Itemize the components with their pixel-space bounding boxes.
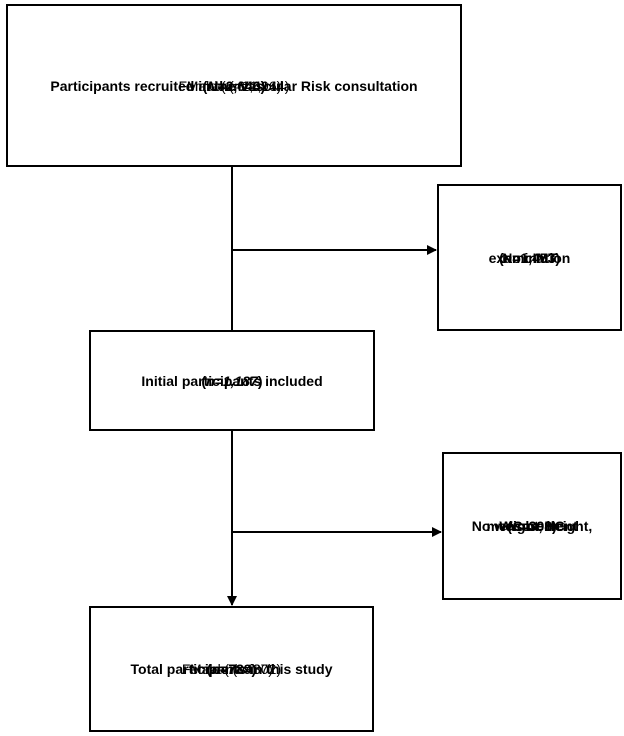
total-count: (n=789)	[206, 661, 257, 677]
no-cimt-line2: examination	[488, 249, 571, 266]
no-measure-line2: WC or HC	[499, 518, 565, 534]
recruited-female-count: Female (n=1,144)	[178, 77, 290, 94]
recruited-male-count: Male (n=1,496)	[186, 77, 282, 94]
no-measure-line3: measurement	[486, 518, 578, 534]
total-female-count: Female (n=302)	[181, 661, 282, 677]
recruited-total-count: (N=2,640)	[202, 77, 266, 94]
initial-count: (n=1,187)	[201, 372, 263, 389]
box-no-measurement: No weight, height, WC or HC measurement …	[442, 452, 622, 600]
recruited-title: Participants recruited in the Vascular R…	[50, 77, 418, 94]
no-measure-line1: No weight, height,	[471, 518, 593, 534]
box-participants-recruited: Participants recruited in the Vascular R…	[6, 4, 462, 167]
box-initial-participants: Initial participants included (n=1,187)	[89, 330, 375, 431]
no-measure-count: (n=398)	[507, 518, 557, 534]
no-cimt-line1: No cIMT	[502, 249, 557, 266]
total-title: Total participants in this study	[130, 661, 333, 677]
box-no-cimt-examination: No cIMT examination (n=1,453)	[437, 184, 622, 331]
total-male-count: Male (n=487)	[190, 661, 273, 677]
initial-title: Initial participants included	[141, 372, 323, 389]
no-cimt-count: (n=1,453)	[498, 249, 561, 266]
box-total-participants: Total participants in this study (n=789)…	[89, 606, 374, 732]
